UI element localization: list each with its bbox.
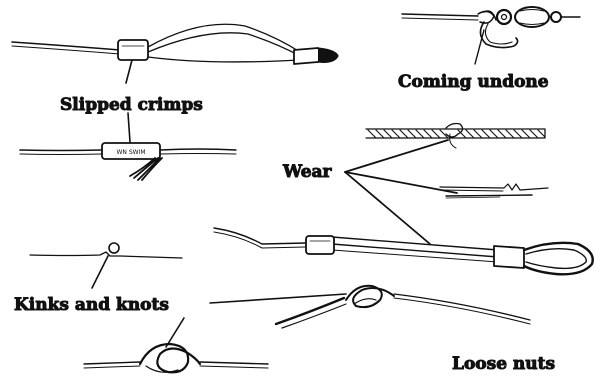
slipped-crimps-pointer-up [126, 60, 132, 83]
wear-pointer-2 [345, 172, 457, 193]
crimp-sleeve [118, 40, 148, 60]
label-kinks-and-knots: Kinks and knots [14, 295, 169, 315]
frayed-wire-ends [130, 158, 162, 180]
wear-pointer-1 [345, 140, 448, 172]
worn-wire [440, 184, 548, 190]
slipped-crimps-pointer-down [128, 113, 130, 142]
label-slipped-crimps: Slipped crimps [60, 95, 203, 115]
knotted-wire-figure [210, 286, 530, 328]
coming-undone-figure [402, 7, 580, 64]
wire-knot [346, 286, 394, 307]
crimped-loop-figure [214, 228, 593, 274]
crimp-sleeve [494, 246, 524, 268]
wire-loop [524, 243, 593, 274]
label-wear: Wear [282, 162, 333, 182]
label-loose-nuts: Loose nuts [452, 354, 555, 374]
kinks-pointer-right [210, 294, 346, 303]
crimp-marking: WN SWIM [116, 149, 145, 156]
crimp-sleeve [306, 236, 334, 254]
overhand-knot-figure [84, 344, 268, 372]
wear-figures [345, 124, 548, 245]
swivel-ring [497, 10, 511, 24]
kink-loop [109, 243, 119, 253]
wear-pointer-3 [345, 172, 430, 244]
label-coming-undone: Coming undone [398, 72, 549, 92]
kinks-pointer-up [92, 256, 108, 288]
slipped-crimp-top-figure [12, 24, 338, 64]
slipped-crimp-bottom-figure: WN SWIM [20, 143, 236, 180]
frayed-strand [446, 124, 463, 138]
coming-undone-pointer [475, 30, 484, 64]
kinks-pointer-down [166, 318, 184, 347]
